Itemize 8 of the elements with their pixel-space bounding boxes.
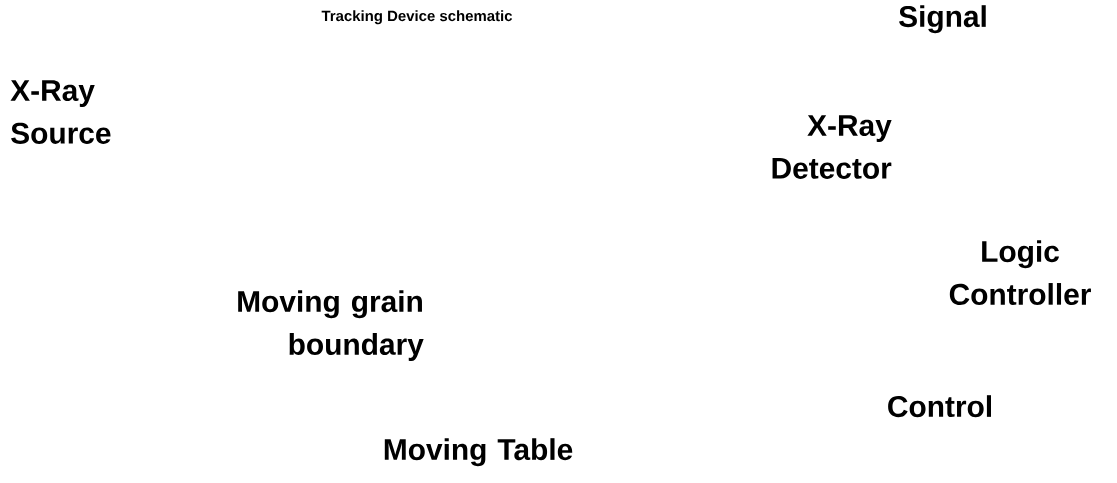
component-label: Logic Controller	[949, 240, 1091, 305]
diagram-title: Tracking Device schematic	[321, 10, 513, 25]
component-label: Moving grain boundary	[238, 290, 424, 361]
component-label: Control	[888, 395, 991, 418]
component-label: X-Ray Source	[10, 80, 111, 144]
component-label: X-Ray Detector	[772, 115, 892, 179]
component-label: Moving Table	[384, 438, 573, 467]
component-label: Signal	[899, 5, 986, 34]
